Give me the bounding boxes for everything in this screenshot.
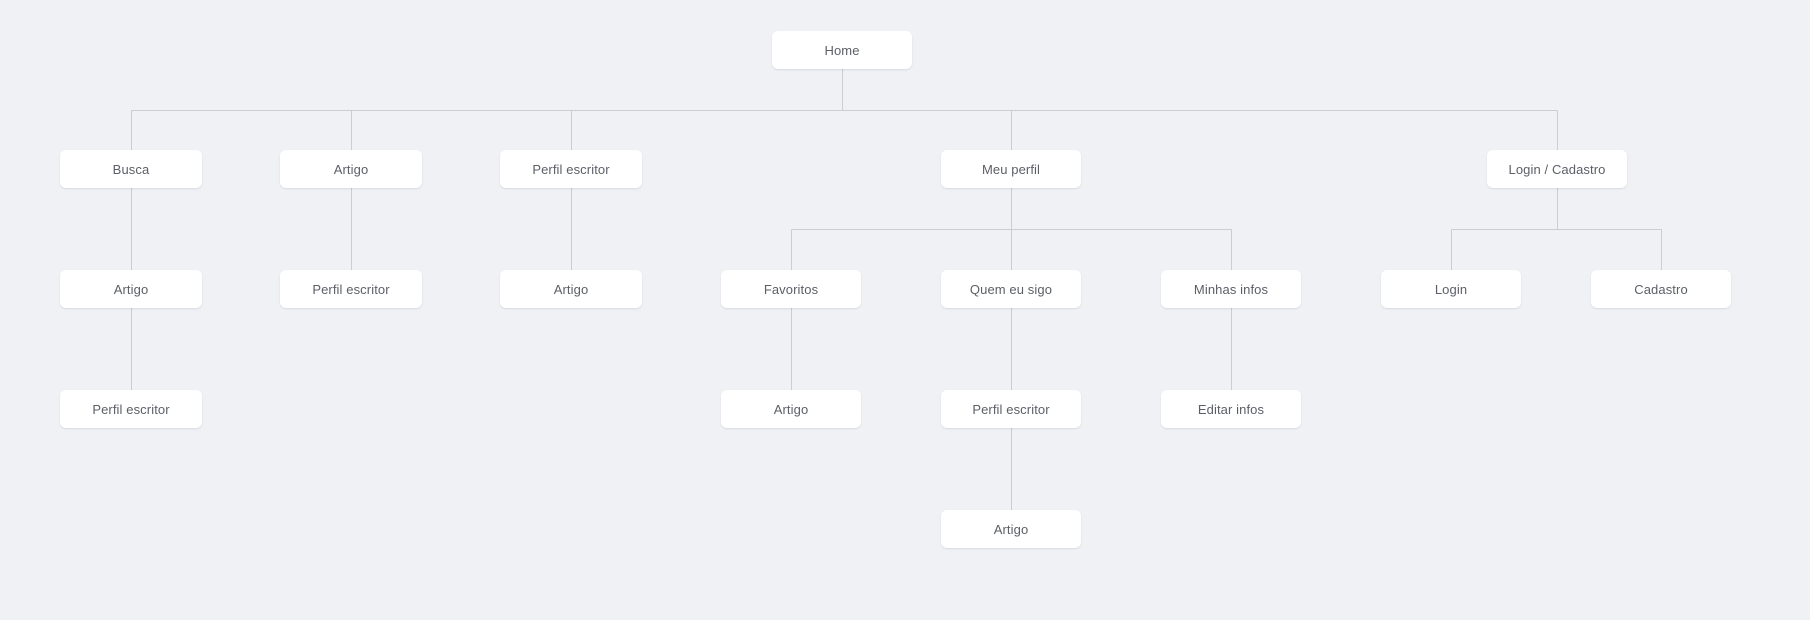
sitemap-node-artigo-3[interactable]: Artigo: [500, 270, 642, 308]
sitemap-node-login[interactable]: Login: [1381, 270, 1521, 308]
sitemap-node-label: Artigo: [553, 281, 589, 297]
sitemap-node-meu-perfil[interactable]: Meu perfil: [941, 150, 1081, 188]
sitemap-node-label: Artigo: [993, 521, 1029, 537]
sitemap-node-label: Artigo: [113, 281, 149, 297]
sitemap-node-label: Artigo: [333, 161, 369, 177]
sitemap-node-label: Login: [1434, 281, 1468, 297]
sitemap-node-artigo-2[interactable]: Artigo: [60, 270, 202, 308]
sitemap-node-cadastro[interactable]: Cadastro: [1591, 270, 1731, 308]
sitemap-node-home[interactable]: Home: [772, 31, 912, 69]
sitemap-node-label: Perfil escritor: [532, 161, 610, 177]
sitemap-node-minhas-infos[interactable]: Minhas infos: [1161, 270, 1301, 308]
sitemap-node-label: Login / Cadastro: [1508, 161, 1606, 177]
sitemap-node-login-cadastro[interactable]: Login / Cadastro: [1487, 150, 1627, 188]
sitemap-node-label: Busca: [112, 161, 150, 177]
sitemap-node-artigo-1[interactable]: Artigo: [280, 150, 422, 188]
sitemap-node-perfil-escritor-4[interactable]: Perfil escritor: [941, 390, 1081, 428]
sitemap-node-quem-eu-sigo[interactable]: Quem eu sigo: [941, 270, 1081, 308]
sitemap-node-label: Perfil escritor: [312, 281, 390, 297]
sitemap-node-label: Home: [824, 42, 860, 58]
sitemap-node-busca[interactable]: Busca: [60, 150, 202, 188]
sitemap-node-label: Perfil escritor: [92, 401, 170, 417]
sitemap-node-label: Meu perfil: [981, 161, 1041, 177]
sitemap-node-perfil-escritor-2[interactable]: Perfil escritor: [280, 270, 422, 308]
sitemap-node-label: Quem eu sigo: [969, 281, 1053, 297]
sitemap-node-editar-infos[interactable]: Editar infos: [1161, 390, 1301, 428]
sitemap-node-label: Cadastro: [1634, 281, 1688, 297]
sitemap-node-artigo-4[interactable]: Artigo: [721, 390, 861, 428]
sitemap-node-label: Minhas infos: [1193, 281, 1269, 297]
sitemap-node-label: Editar infos: [1197, 401, 1265, 417]
sitemap-node-perfil-escritor-1[interactable]: Perfil escritor: [500, 150, 642, 188]
sitemap-node-artigo-5[interactable]: Artigo: [941, 510, 1081, 548]
sitemap-node-label: Favoritos: [763, 281, 819, 297]
sitemap-node-favoritos[interactable]: Favoritos: [721, 270, 861, 308]
sitemap-node-perfil-escritor-3[interactable]: Perfil escritor: [60, 390, 202, 428]
sitemap-node-label: Artigo: [773, 401, 809, 417]
sitemap-node-label: Perfil escritor: [972, 401, 1050, 417]
